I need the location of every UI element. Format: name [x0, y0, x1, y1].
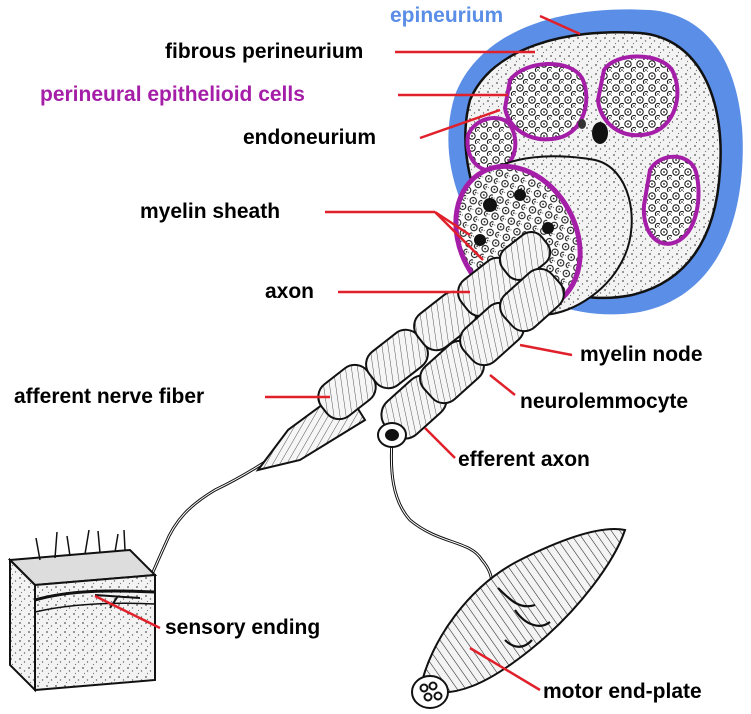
label-efferent-axon: efferent axon — [458, 448, 590, 472]
fascicle-2 — [598, 57, 677, 136]
fascicle-1 — [505, 64, 586, 139]
leader-myelin-node — [520, 345, 572, 355]
label-neurolemmocyte: neurolemmocyte — [520, 390, 688, 414]
label-epineurium: epineurium — [390, 4, 503, 28]
skin-block — [10, 530, 155, 690]
fascicle-4 — [644, 157, 699, 244]
label-endoneurium: endoneurium — [243, 126, 376, 150]
leader-efferent-axon — [425, 428, 455, 458]
label-sensory-ending: sensory ending — [165, 616, 320, 640]
label-afferent-nerve-fiber: afferent nerve fiber — [14, 385, 204, 409]
label-perineural-epithelioid-cells: perineural epithelioid cells — [40, 83, 305, 107]
blood-vessel — [592, 122, 608, 144]
afferent-fiber — [140, 226, 556, 600]
label-myelin-sheath: myelin sheath — [140, 200, 280, 224]
leader-neurolemmocyte — [490, 375, 515, 395]
label-myelin-node: myelin node — [580, 343, 703, 367]
label-axon: axon — [265, 280, 314, 304]
label-motor-end-plate: motor end-plate — [543, 680, 702, 704]
label-fibrous-perineurium: fibrous perineurium — [165, 40, 363, 64]
